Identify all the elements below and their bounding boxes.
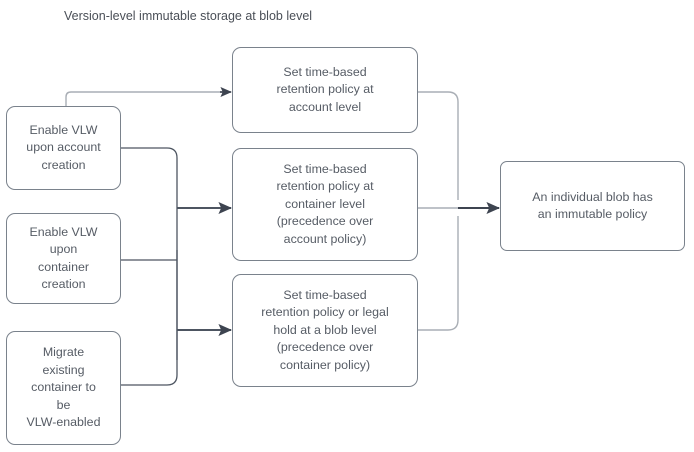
node-set-retention-policy-container-level[interactable]: Set time-based retention policy at conta… [232,148,418,261]
node-label: Set time-based retention policy at conta… [276,161,374,246]
node-label: Enable VLW upon account creation [26,122,101,172]
node-set-retention-policy-blob-level[interactable]: Set time-based retention policy or legal… [232,274,418,387]
node-label: Enable VLW upon container creation [29,224,98,292]
node-enable-vlw-upon-account-creation[interactable]: Enable VLW upon account creation [6,106,121,190]
node-label: Set time-based retention policy or legal… [261,287,389,372]
node-label: An individual blob has an immutable poli… [532,189,653,222]
node-label: Migrate existing container to be VLW-ena… [26,345,101,430]
node-set-retention-policy-account-level[interactable]: Set time-based retention policy at accou… [232,47,418,133]
node-individual-blob-immutable-policy[interactable]: An individual blob has an immutable poli… [500,161,685,251]
edge-policies-trunk [418,91,459,331]
node-migrate-existing-container[interactable]: Migrate existing container to be VLW-ena… [6,331,121,445]
page-title: Version-level immutable storage at blob … [64,9,313,23]
node-label: Set time-based retention policy at accou… [276,64,374,114]
edge-left-group-trunk [121,147,178,386]
edge-account-to-account-policy [65,86,232,106]
node-enable-vlw-upon-container-creation[interactable]: Enable VLW upon container creation [6,213,121,304]
